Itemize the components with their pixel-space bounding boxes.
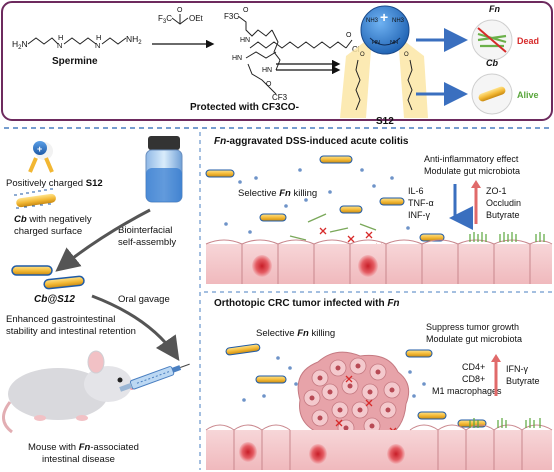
spermine-structure: H2N H N H N NH2 Spermine (12, 33, 142, 67)
svg-text:NH3: NH3 (366, 18, 379, 24)
svg-text:N: N (95, 41, 100, 50)
svg-text:H: H (96, 33, 101, 42)
spermine-label: Spermine (52, 56, 98, 67)
colitis-effect-1: Anti-inflammatory effect (424, 154, 519, 164)
cb-s12-bacteria (11, 265, 85, 290)
svg-text:HN: HN (232, 55, 242, 62)
svg-text:NH: NH (390, 40, 398, 46)
protected-spermine-structure: F3C O HN HN HN CF3 O Protected with CF3C… (190, 7, 299, 113)
crc-immune-0: CD4+ (462, 362, 485, 372)
cb-s12-label: Cb@S12 (34, 294, 75, 305)
svg-text:HN: HN (372, 40, 380, 46)
oral-gavage-label: Oral gavage (118, 294, 170, 305)
cb-alive-icon: Cb Alive (471, 58, 539, 115)
cb-bacteria-small (14, 188, 56, 209)
crc-effect-1: Suppress tumor growth (426, 322, 519, 332)
colitis-up-marker-1: Occludin (486, 198, 521, 208)
gavage-arrow (91, 294, 180, 361)
svg-text:O: O (177, 7, 183, 14)
crc-title: Orthotopic CRC tumor infected with Fn (214, 298, 400, 309)
s12-label: S12 (376, 116, 394, 127)
crc-s12-dots (242, 356, 426, 402)
cb-negative-label-line1: Cb with negatively (14, 214, 92, 225)
enhanced-line2: stability and intestinal retention (6, 326, 136, 337)
crc-effect-2: Modulate gut microbiota (426, 334, 522, 344)
biointerfacial-line2: self-assembly (118, 237, 176, 248)
dead-label: Dead (517, 36, 539, 46)
svg-text:+: + (37, 144, 42, 154)
protected-label: Protected with CF3CO- (190, 102, 299, 113)
svg-text:F3C: F3C (158, 14, 172, 25)
alive-label: Alive (517, 90, 539, 100)
fn-label: Fn (489, 4, 500, 14)
colitis-down-marker-2: INF-γ (408, 210, 430, 220)
svg-text:N: N (57, 41, 62, 50)
svg-text:NH3: NH3 (392, 18, 405, 24)
crc-epithelium (205, 418, 553, 470)
svg-text:O: O (360, 52, 365, 58)
svg-text:F3C: F3C (224, 12, 239, 21)
svg-text:HN: HN (262, 67, 272, 74)
crc-immune-1: CD8+ (462, 374, 485, 384)
svg-text:O: O (243, 7, 249, 14)
svg-text:O: O (404, 52, 409, 58)
mouse-icon (2, 350, 134, 434)
syringe-icon (119, 363, 190, 392)
svg-text:OEt: OEt (189, 14, 204, 23)
colitis-down-marker-1: TNF-α (408, 198, 434, 208)
colitis-cb-bacteria (205, 155, 445, 242)
colitis-selective-killing: Selective Fn killing (238, 188, 317, 199)
s12-small-icon: + (28, 141, 54, 173)
svg-text:CF3: CF3 (272, 93, 288, 102)
colitis-up-marker-2: Butyrate (486, 210, 520, 220)
svg-text:NH2: NH2 (126, 34, 142, 46)
assembly-arrow (55, 208, 151, 272)
colitis-up-marker-0: ZO-1 (486, 186, 507, 196)
top-panel-frame (1, 1, 553, 121)
biointerfacial-line1: Biointerfacial (118, 225, 172, 236)
svg-text:H: H (58, 33, 63, 42)
colitis-s12-dots (224, 168, 410, 234)
s12-molecule: O O NH3 NH3 + HN NH S12 (340, 5, 428, 127)
crc-immune-2: M1 macrophages (432, 386, 502, 396)
crc-up-marker-1: Butyrate (506, 376, 540, 386)
positive-charge-plus: + (380, 9, 388, 25)
svg-text:HN: HN (240, 37, 250, 44)
colitis-effect-2: Modulate gut microbiota (424, 166, 520, 176)
colitis-fn-killed (289, 213, 377, 241)
fn-dead-icon: Fn Dead (471, 4, 539, 61)
colitis-title: Fn-aggravated DSS-induced acute colitis (214, 136, 409, 147)
mouse-label-line1: Mouse with Fn-associated (28, 442, 139, 453)
positively-charged-label: Positively charged S12 (6, 178, 103, 189)
crc-selective-killing: Selective Fn killing (256, 328, 335, 339)
vial-icon (145, 136, 183, 203)
cb-negative-label-line2: charged surface (14, 226, 82, 237)
svg-text:O: O (346, 32, 352, 39)
svg-text:O: O (266, 81, 272, 88)
enhanced-line1: Enhanced gastrointestinal (6, 314, 115, 325)
cb-label: Cb (486, 58, 498, 68)
reagent-structure: F3C O OEt (158, 7, 204, 25)
mouse-label-line2: intestinal disease (42, 454, 115, 465)
colitis-down-marker-0: IL-6 (408, 186, 424, 196)
colitis-epithelium (205, 232, 553, 284)
crc-tumor (297, 351, 410, 442)
crc-up-marker-0: IFN-γ (506, 364, 528, 374)
svg-text:H2N: H2N (12, 39, 28, 51)
